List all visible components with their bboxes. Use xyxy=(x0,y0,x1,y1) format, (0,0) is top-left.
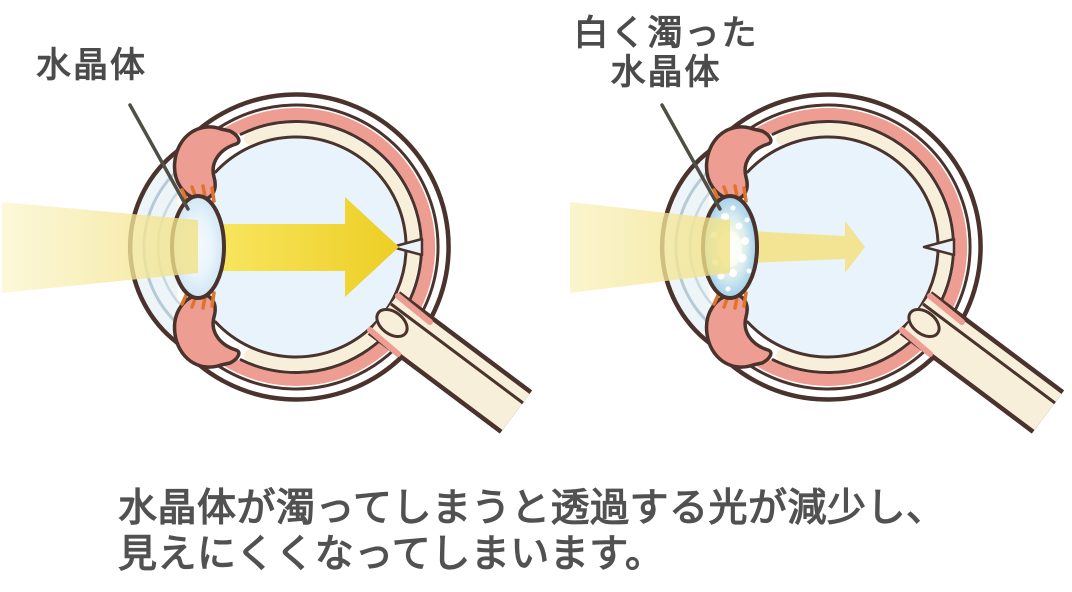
caption-text: 水晶体が濁ってしまうと透過する光が減少し、 見えにくくなってしまいます。 xyxy=(118,486,946,578)
label-cloudy-lens: 白く濁った 水晶体 xyxy=(556,14,776,92)
transmitted-light-arrow-strong xyxy=(216,197,399,297)
cataract-eye-illustration xyxy=(570,0,1072,480)
label-lens: 水晶体 xyxy=(36,46,148,85)
caption-line2: 見えにくくなってしまいます。 xyxy=(118,533,665,576)
label-cloudy-lens-line1: 白く濁った xyxy=(573,14,759,53)
incoming-light-beam xyxy=(2,202,198,293)
leader-line xyxy=(128,103,190,211)
transmitted-light-arrow-weak xyxy=(748,221,865,273)
label-cloudy-lens-line2: 水晶体 xyxy=(610,53,722,92)
leader-line xyxy=(660,103,722,211)
incoming-light-beam xyxy=(570,202,730,293)
normal-eye-illustration xyxy=(2,0,536,480)
caption-line1: 水晶体が濁ってしまうと透過する光が減少し、 xyxy=(118,487,946,530)
